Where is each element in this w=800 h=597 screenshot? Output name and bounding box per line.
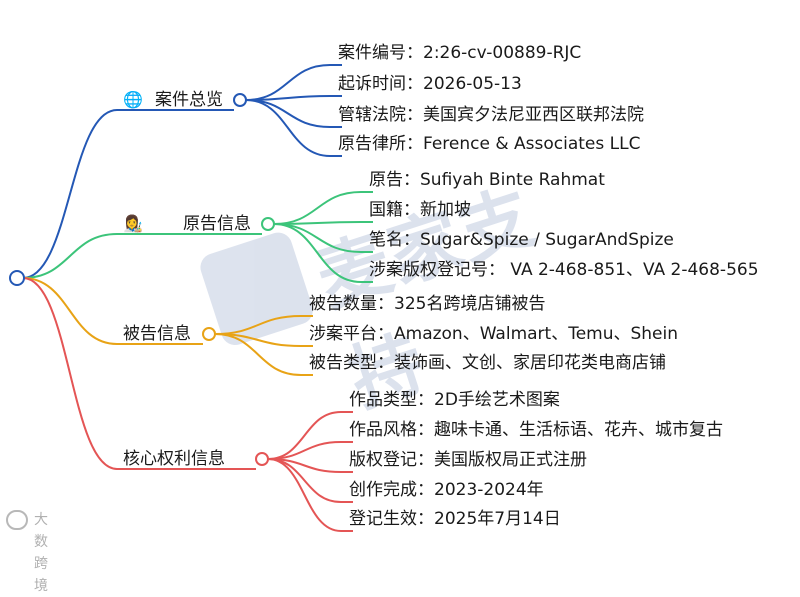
leaf-connector xyxy=(245,99,331,157)
footer-brand: 大数跨境 xyxy=(34,512,48,594)
leaf-label: 版权登记：美国版权局正式注册 xyxy=(349,450,587,470)
leaf-label: 涉案平台：Amazon、Walmart、Temu、Shein xyxy=(309,324,679,344)
root-node[interactable] xyxy=(9,270,25,286)
branch-connector xyxy=(22,233,118,279)
branch-connector xyxy=(22,277,118,345)
leaf-connector xyxy=(245,64,331,101)
leaf-connector xyxy=(214,315,302,335)
leaf-label: 创作完成：2023-2024年 xyxy=(349,480,544,500)
leaf-label: 被告数量：325名跨境店铺被告 xyxy=(309,294,546,314)
leaf-label: 起诉时间：2026-05-13 xyxy=(338,74,522,94)
leaf-connector xyxy=(273,223,362,283)
branch-node-toggle[interactable] xyxy=(233,93,247,107)
branch-node-toggle[interactable] xyxy=(255,452,269,466)
branch-connector xyxy=(22,277,118,470)
artist-icon: 👩‍🎨 xyxy=(123,214,143,233)
branch-node-toggle[interactable] xyxy=(202,327,216,341)
leaf-connector xyxy=(245,99,331,128)
branch-node-toggle[interactable] xyxy=(261,217,275,231)
leaf-label: 笔名：Sugar&Spize / SugarAndSpize xyxy=(369,230,674,250)
branch-node-label: 被告信息 xyxy=(123,324,191,344)
leaf-label: 被告类型：装饰画、文创、家居印花类电商店铺 xyxy=(309,353,666,373)
leaf-label: 案件编号：2:26-cv-00889-RJC xyxy=(338,43,582,63)
leaf-label: 作品风格：趣味卡通、生活标语、花卉、城市复古 xyxy=(349,420,723,440)
leaf-connector xyxy=(273,191,362,225)
leaf-label: 作品类型：2D手绘艺术图案 xyxy=(349,390,560,410)
branch-node-label: 核心权利信息 xyxy=(123,449,225,469)
leaf-label: 原告律所：Ference & Associates LLC xyxy=(338,134,641,154)
globe-icon: 🌐 xyxy=(123,90,143,109)
leaf-label: 登记生效：2025年7月14日 xyxy=(349,509,561,529)
mindmap-canvas xyxy=(9,64,373,532)
branch-node-label: 原告信息 xyxy=(183,214,251,234)
branch-connector xyxy=(22,109,118,279)
brand-logo-icon xyxy=(6,510,28,530)
leaf-label: 国籍：新加坡 xyxy=(369,200,471,220)
leaf-connector xyxy=(214,333,302,376)
leaf-label: 涉案版权登记号： VA 2-468-851、VA 2-468-565 xyxy=(369,260,759,280)
leaf-connector xyxy=(273,223,362,253)
leaf-label: 原告：Sufiyah Binte Rahmat xyxy=(369,170,605,190)
leaf-connector xyxy=(267,411,342,460)
leaf-label: 管辖法院：美国宾夕法尼亚西区联邦法院 xyxy=(338,105,644,125)
leaf-connector xyxy=(267,458,342,532)
branch-node-label: 案件总览 xyxy=(155,90,223,110)
